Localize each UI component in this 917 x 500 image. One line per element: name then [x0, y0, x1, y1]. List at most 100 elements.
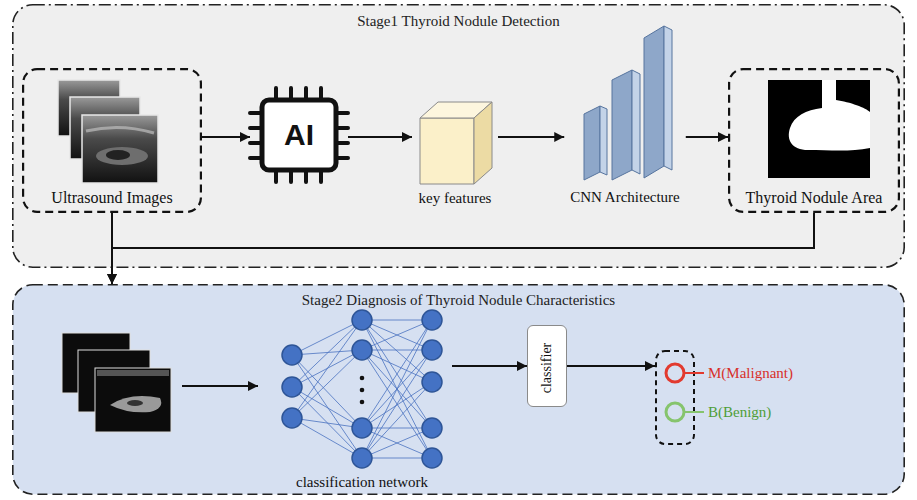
stage-panel: Stage1 Thyroid Nodule DetectionUltrasoun… [12, 4, 905, 268]
outline-shape [23, 69, 201, 212]
ellipsis-dot [360, 400, 365, 405]
cnn-layer [600, 106, 607, 175]
node-label: CNN Architecture [570, 188, 680, 206]
neuron [422, 340, 442, 360]
cnn-layer [612, 70, 632, 180]
node-outline [12, 4, 905, 268]
feature-cube-icon [420, 102, 492, 184]
panel-title: Stage1 Thyroid Nodule Detection [357, 12, 560, 30]
ultrasound-image [82, 115, 158, 183]
leader-line [685, 411, 704, 413]
cnn-layer [664, 26, 672, 170]
flow-arrow [111, 213, 113, 284]
neuron [352, 418, 372, 438]
ai-chip: AI [250, 88, 348, 182]
text-slot: key features [412, 189, 498, 207]
cnn-layer [632, 70, 640, 174]
chip-pins [250, 88, 348, 182]
neuron [352, 340, 372, 360]
cube-side [474, 102, 492, 184]
input-box: Ultrasound Images [22, 68, 202, 213]
result-box: M(Malignant)B(Benign) [655, 350, 695, 445]
text-slot: Stage2 Diagnosis of Thyroid Nodule Chara… [12, 291, 905, 309]
neuron [352, 448, 372, 468]
ultrasound-image [70, 97, 140, 159]
chip-label: AI [284, 117, 314, 153]
ai-chip-icon [250, 88, 348, 182]
neuron [422, 418, 442, 438]
text-slot: Thyroid Nodule Area [728, 188, 900, 207]
flow-arrow [567, 365, 655, 367]
malignant-indicator [666, 364, 684, 382]
cropped-image [78, 350, 150, 412]
outline-shape [13, 285, 904, 494]
neuron [422, 310, 442, 330]
node-outline [655, 350, 695, 445]
nodule-mask [768, 80, 870, 178]
node-outline [12, 284, 905, 495]
cube-top [420, 102, 492, 118]
text-slot: B(Benign) [708, 403, 771, 421]
stage-panel: Stage2 Diagnosis of Thyroid Nodule Chara… [12, 284, 905, 495]
neuron [422, 372, 442, 392]
node-label: Thyroid Nodule Area [746, 188, 883, 207]
neuron [282, 408, 302, 428]
text-slot: Ultrasound Images [22, 188, 202, 207]
flow-arrow [452, 365, 527, 367]
cnn-layers [584, 26, 672, 180]
neuron [282, 377, 302, 397]
cropped-image [95, 368, 171, 432]
classifier-box: classifier [527, 325, 567, 407]
outline-shape [13, 5, 904, 267]
cnn-layer [644, 26, 664, 178]
class-label: M(Malignant) [708, 364, 793, 382]
mask-region [789, 80, 870, 151]
output-box: Thyroid Nodule Area [728, 68, 900, 213]
neuron [422, 448, 442, 468]
classification-network: classification network [272, 306, 452, 492]
neuron [352, 310, 372, 330]
ultrasound-stack [58, 80, 158, 183]
nodule-shadow [96, 147, 148, 165]
ellipsis-dot [360, 376, 365, 381]
flow-arrow [112, 213, 814, 284]
outline-shape [656, 351, 694, 444]
nodule-shadow [110, 396, 161, 412]
node-label: classifier [539, 343, 556, 394]
nodule-core [127, 400, 143, 406]
flow-arrow [182, 385, 258, 387]
outline-shape [729, 69, 899, 212]
text-slot: CNN Architecture [564, 188, 686, 206]
node-label: key features [419, 189, 492, 207]
ellipsis-dot [360, 388, 365, 393]
neuron [282, 345, 302, 365]
panel-title: Stage2 Diagnosis of Thyroid Nodule Chara… [302, 291, 615, 309]
flow-arrow [348, 136, 412, 138]
text-slot: M(Malignant) [708, 364, 793, 382]
node-label: classification network [296, 473, 428, 491]
cnn-architecture: CNN Architecture [564, 24, 686, 208]
text-slot: classification network [272, 473, 452, 491]
tissue-band [86, 127, 154, 133]
flow-arrow [202, 136, 250, 138]
feature-cube: key features [412, 98, 498, 208]
cropped-image [62, 333, 130, 393]
cropped-image-stack [62, 333, 171, 432]
nodule-core [106, 150, 130, 160]
flow-arrow [498, 136, 564, 138]
ultrasound-image [58, 80, 120, 136]
leader-line [685, 372, 704, 374]
flow-arrow [686, 136, 728, 138]
chip-body [262, 100, 336, 170]
cube-front [420, 118, 474, 184]
tissue-band [97, 370, 169, 376]
cnn-layer [584, 106, 600, 180]
class-label: B(Benign) [708, 403, 771, 421]
node-label: Ultrasound Images [51, 188, 172, 207]
result-indicators [666, 364, 704, 421]
network-graph [282, 310, 442, 468]
mask-background [768, 80, 870, 178]
